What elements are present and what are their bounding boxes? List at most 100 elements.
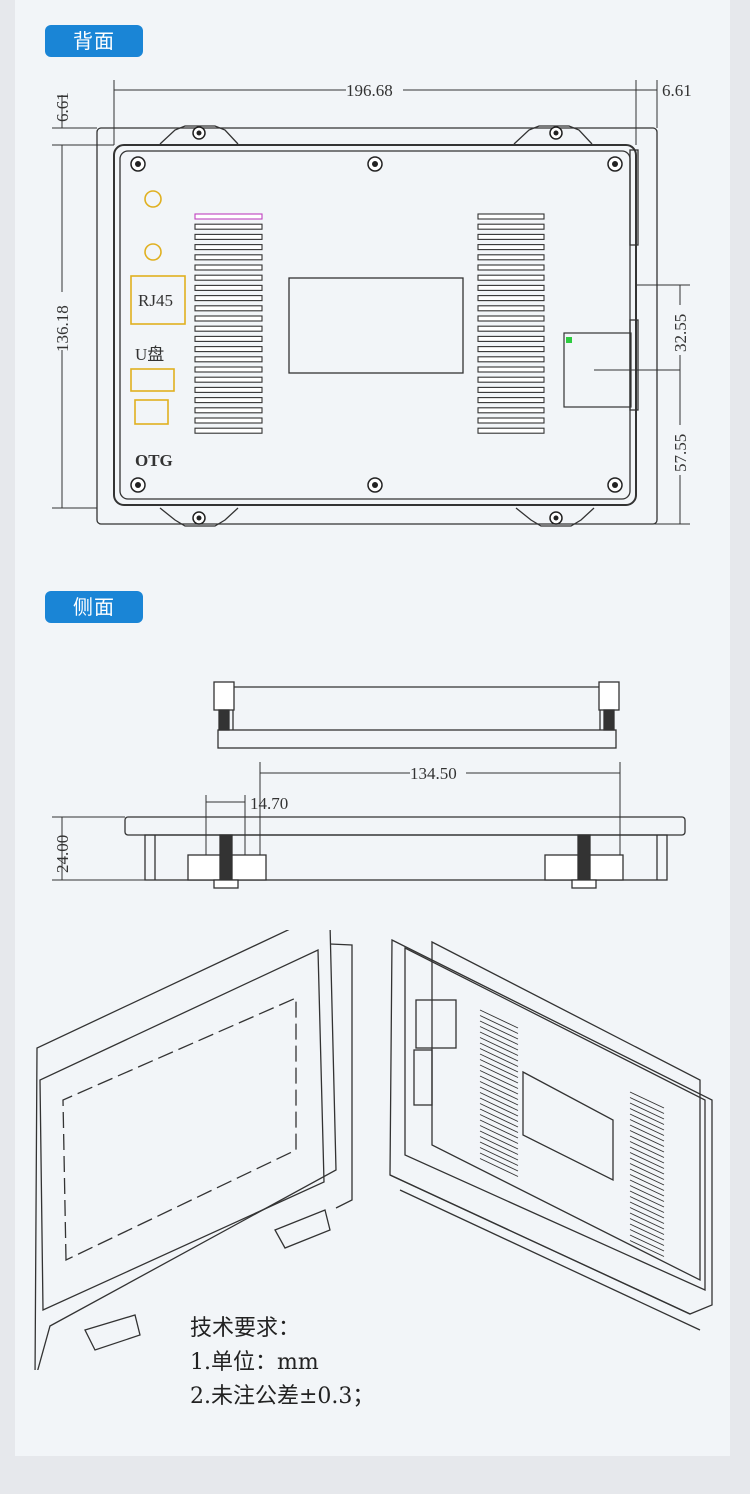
power-connector-icon: [144, 243, 162, 261]
iso-vent-line: [479, 1086, 519, 1106]
technical-notes: 技术要求： 1.单位：mm 2.未注公差±0.3；: [190, 1312, 374, 1414]
vent-slat: [477, 346, 545, 353]
iso-vent-line: [479, 1130, 519, 1150]
dim-offset-right: 6.61: [662, 81, 692, 100]
iso-vent-line: [629, 1130, 665, 1147]
top-clip-left: [213, 681, 235, 711]
vent-slat: [477, 315, 545, 322]
screws: [130, 126, 623, 525]
iso-vent-line: [479, 1097, 519, 1117]
vent-slat: [477, 233, 545, 240]
front-iso-screen: [62, 997, 297, 1262]
otg-label: OTG: [135, 451, 173, 470]
iso-vent-line: [479, 1070, 519, 1089]
vent-slat: [194, 356, 263, 363]
vent-slat: [477, 254, 545, 261]
vent-slat: [477, 427, 545, 434]
vent-slat: [477, 325, 545, 332]
side-bezel: [124, 816, 686, 836]
dim-height: 136.18: [53, 305, 72, 352]
clip-bottom-right: [515, 507, 595, 527]
clip-bottom-left: [159, 507, 239, 527]
vent-slat: [194, 305, 263, 312]
vent-slat: [194, 295, 263, 302]
side-notch-top: [629, 149, 639, 246]
vent-slat: [477, 305, 545, 312]
vent-slat: [477, 356, 545, 363]
section-tag-side: 侧面: [45, 591, 143, 623]
dim-spacing: 14.70: [250, 794, 288, 813]
top-clip-right: [598, 681, 620, 711]
notes-title: 技术要求：: [190, 1316, 301, 1341]
iso-vent-line: [479, 1119, 519, 1139]
power-connector-icon: [144, 190, 162, 208]
dim-width: 196.68: [346, 81, 393, 100]
vent-slat: [194, 397, 263, 404]
iso-vent-line: [479, 1009, 519, 1029]
iso-vent-line: [479, 1092, 519, 1111]
side-notch-bottom: [629, 319, 639, 411]
iso-vent-line: [629, 1119, 665, 1136]
rear-iso-cover: [431, 940, 701, 1282]
iso-vent-line: [629, 1124, 665, 1142]
top-screw-right: [603, 709, 615, 731]
rear-iso-port: [415, 999, 457, 1049]
dim-offset-left: 6.61: [53, 92, 72, 122]
iso-vent-line: [479, 1141, 519, 1161]
front-iso-clip: [84, 1314, 141, 1351]
iso-vent-line: [629, 1146, 665, 1164]
front-iso-bezel: [34, 930, 337, 1370]
iso-vent-line: [479, 1147, 519, 1166]
vent-slat: [194, 213, 263, 220]
iso-vent-line: [629, 1207, 665, 1224]
iso-vent-line: [629, 1168, 665, 1186]
vent-slat: [194, 346, 263, 353]
indicator-led: [566, 337, 572, 343]
vent-slat: [194, 274, 263, 281]
usb-label: U盘: [135, 345, 164, 364]
dim-upper: 32.55: [671, 314, 690, 352]
iso-vent-line: [629, 1223, 665, 1241]
iso-vent-line: [629, 1229, 665, 1246]
vent-slat: [194, 223, 263, 230]
clip-top-left: [159, 125, 239, 145]
rj45-label: RJ45: [138, 291, 173, 310]
vent-slat: [477, 244, 545, 251]
iso-vent-line: [629, 1163, 665, 1180]
iso-vent-line: [629, 1218, 665, 1235]
vent-slat: [477, 274, 545, 281]
vent-slat: [194, 335, 263, 342]
vent-slat: [477, 295, 545, 302]
vent-slat: [477, 386, 545, 393]
iso-vent-line: [629, 1234, 665, 1252]
iso-vent-line: [629, 1196, 665, 1213]
dim-lower: 57.55: [671, 434, 690, 472]
iso-vent-line: [479, 1042, 519, 1062]
rear-iso-back: [404, 946, 706, 1292]
outer-frame: [96, 127, 658, 525]
vent-slat: [194, 386, 263, 393]
section-tag-back: 背面: [45, 25, 143, 57]
iso-vent-line: [629, 1135, 665, 1153]
back-cover-inner: [119, 150, 631, 500]
side-body: [144, 834, 668, 881]
iso-vent-line: [479, 1031, 519, 1051]
iso-vent-line: [629, 1190, 665, 1208]
vent-slat: [194, 325, 263, 332]
dim-depth: 24.00: [53, 835, 72, 873]
iso-vent-line: [629, 1185, 665, 1202]
vent-slat: [477, 417, 545, 424]
iso-vent-line: [629, 1113, 665, 1131]
iso-vent-line: [629, 1157, 665, 1175]
rear-iso-label: [522, 1070, 614, 1182]
vent-slat: [194, 417, 263, 424]
iso-vent-line: [629, 1102, 665, 1120]
rear-iso-frame: [389, 938, 713, 1315]
iso-vent-line: [479, 1081, 519, 1100]
vent-grilles: [194, 213, 545, 434]
vent-slat: [477, 335, 545, 342]
iso-vent-line: [479, 1053, 519, 1073]
back-view-drawing: RJ45 U盘 OTG 196.68 6.61 6.61 136.18 32.5…: [52, 80, 692, 527]
iso-vent-line: [479, 1152, 519, 1172]
vent-slat: [194, 244, 263, 251]
